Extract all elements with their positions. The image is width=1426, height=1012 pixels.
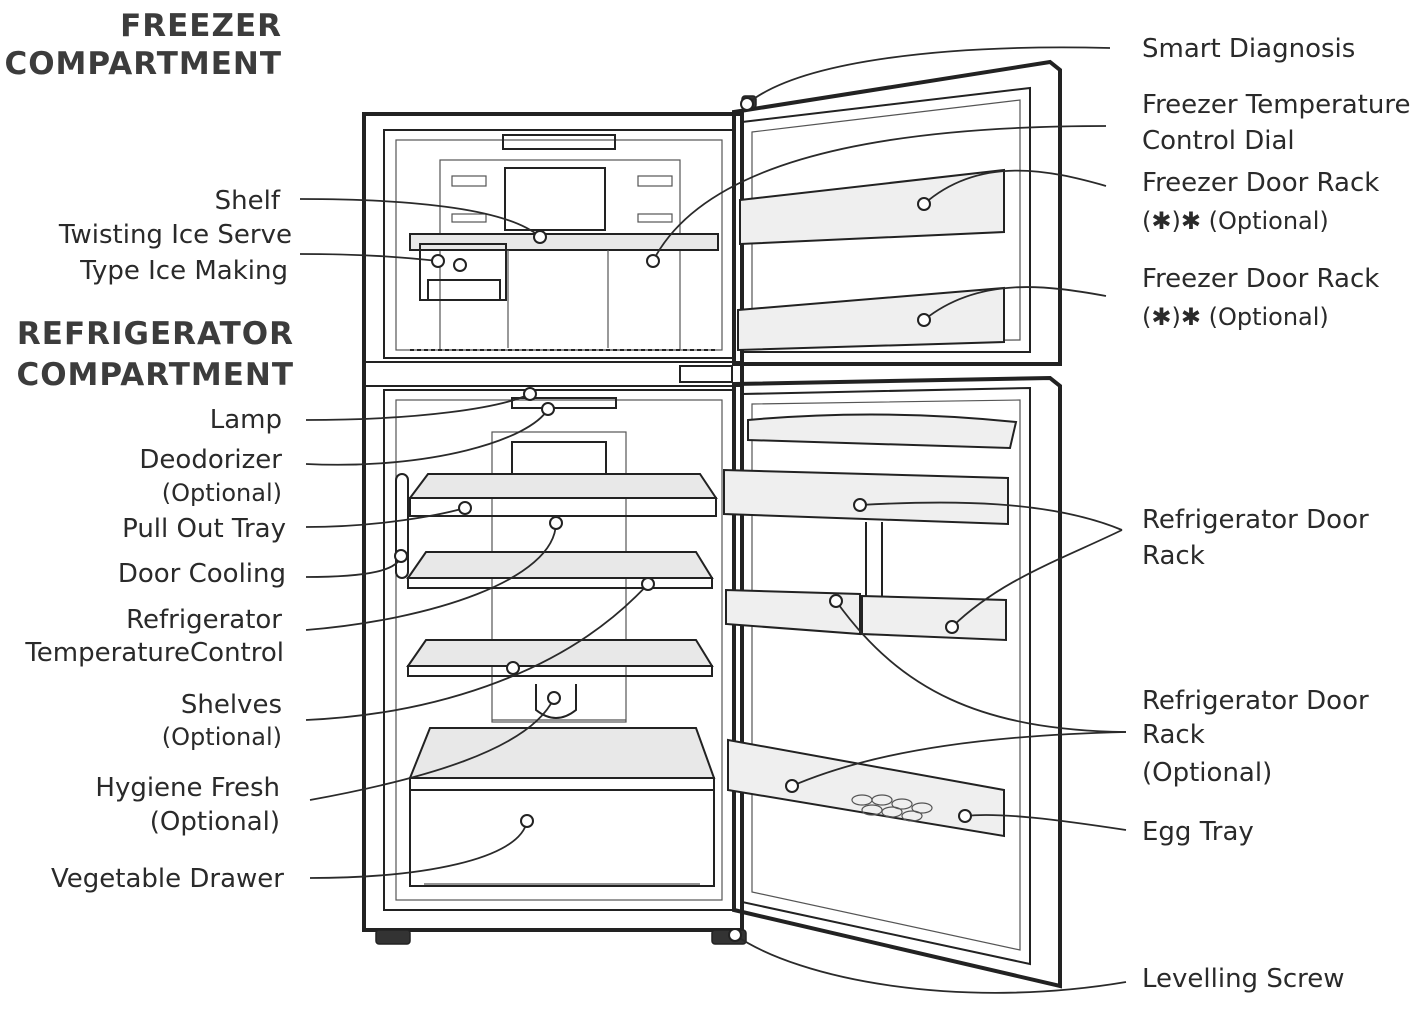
- leader-lines: [299, 46, 1127, 994]
- label-fridge-temp-control-line1: Refrigerator: [126, 605, 282, 635]
- label-fridge-door-rack-opt-line1: Refrigerator Door: [1142, 686, 1369, 716]
- label-freezer-door-rack-1-line2: (✱)✱ (Optional): [1142, 207, 1329, 235]
- label-fridge-door-rack-opt-line2: Rack: [1142, 720, 1205, 750]
- refrigerator-door: [723, 375, 1062, 989]
- label-freezer-temp-dial-line1: Freezer Temperature: [1142, 90, 1410, 120]
- callout-dots: [394, 97, 972, 942]
- label-fridge-door-rack-line1: Refrigerator Door: [1142, 505, 1369, 535]
- label-shelves-line1: Shelves: [181, 690, 282, 720]
- label-fridge-door-rack-opt-line3: (Optional): [1142, 758, 1272, 788]
- label-hygiene-fresh-line1: Hygiene Fresh: [95, 773, 280, 803]
- label-hygiene-fresh-line2: (Optional): [150, 807, 280, 837]
- label-shelves-line2: (Optional): [162, 723, 282, 751]
- label-door-cooling: Door Cooling: [118, 559, 286, 589]
- freezer-heading-line1: FREEZER: [120, 8, 282, 44]
- label-smart-diagnosis: Smart Diagnosis: [1142, 34, 1355, 64]
- label-twisting-ice-line2: Type Ice Making: [79, 256, 288, 286]
- label-twisting-ice-line1: Twisting Ice Serve: [58, 220, 292, 250]
- refrigerator-heading-line2: COMPARTMENT: [16, 357, 294, 393]
- label-egg-tray: Egg Tray: [1142, 817, 1254, 847]
- label-freezer-temp-dial-line2: Control Dial: [1142, 126, 1295, 156]
- label-levelling-screw: Levelling Screw: [1142, 964, 1345, 994]
- freezer-heading-line2: COMPARTMENT: [4, 46, 282, 82]
- label-deodorizer-line1: Deodorizer: [139, 445, 282, 475]
- label-fridge-door-rack-line2: Rack: [1142, 541, 1205, 571]
- label-pull-out-tray: Pull Out Tray: [122, 514, 286, 544]
- label-deodorizer-line2: (Optional): [162, 479, 282, 507]
- refrigerator-heading-line1: REFRIGERATOR: [17, 316, 294, 352]
- label-freezer-door-rack-2-line1: Freezer Door Rack: [1142, 264, 1379, 294]
- freezer-door: [732, 59, 1062, 366]
- egg-tray-cells: [851, 794, 933, 822]
- label-shelf: Shelf: [215, 186, 281, 216]
- label-fridge-temp-control-line2: TemperatureControl: [24, 638, 284, 668]
- label-lamp: Lamp: [210, 405, 282, 435]
- label-vegetable-drawer: Vegetable Drawer: [51, 864, 284, 894]
- label-freezer-door-rack-2-line2: (✱)✱ (Optional): [1142, 303, 1329, 331]
- label-freezer-door-rack-1-line1: Freezer Door Rack: [1142, 168, 1379, 198]
- refrigerator-cabinet: [362, 112, 747, 945]
